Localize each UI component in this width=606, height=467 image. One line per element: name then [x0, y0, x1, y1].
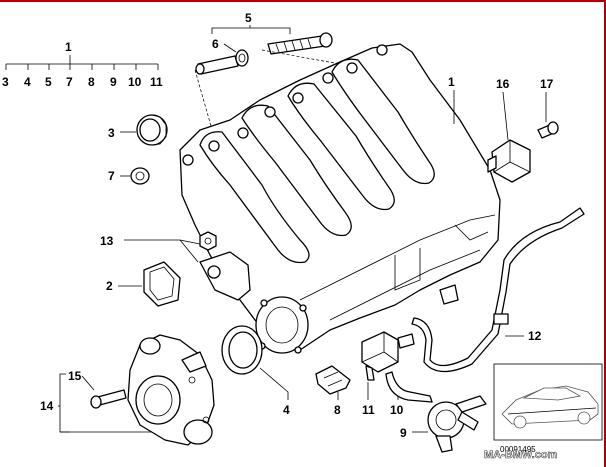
hex-nut — [199, 231, 217, 251]
leader-13 — [124, 239, 199, 263]
throttle-gasket — [221, 325, 263, 375]
callout-15: 15 — [68, 369, 82, 383]
callout-1-sub-4: 4 — [24, 75, 31, 89]
callout-4: 4 — [283, 403, 290, 417]
callout-3: 3 — [108, 126, 115, 140]
watermark: MA-BMW.com — [484, 449, 558, 461]
callout-1-sub-3: 3 — [2, 75, 9, 89]
solenoid-valve — [361, 331, 415, 381]
throttle-body — [127, 334, 215, 446]
control-valve — [427, 395, 487, 453]
callout-14: 14 — [40, 399, 54, 413]
callout-1-sub-7: 7 — [66, 75, 73, 89]
callout-1-sub-10: 10 — [128, 75, 142, 89]
hose-connector — [493, 313, 509, 325]
rubber-gasket — [143, 261, 181, 307]
callout-1-sub-9: 9 — [110, 75, 117, 89]
short-hose — [385, 371, 433, 403]
group-1-ticks — [5, 64, 159, 70]
callout-8: 8 — [334, 403, 341, 417]
callout-11: 11 — [362, 403, 375, 417]
sensor-screw — [537, 121, 559, 139]
callout-1-group: 1 — [65, 40, 72, 54]
callout-7: 7 — [108, 169, 115, 183]
pressure-sensor — [487, 139, 531, 183]
callout-10: 10 — [390, 403, 404, 417]
callout-1-right: 1 — [448, 75, 455, 89]
callout-12: 12 — [528, 329, 542, 343]
callout-13: 13 — [100, 234, 114, 248]
throttle-screw — [90, 389, 127, 409]
grommet — [130, 167, 150, 185]
bolt-with-washer — [195, 49, 249, 75]
leader-4 — [259, 367, 289, 400]
callout-6: 6 — [212, 37, 219, 51]
image-code: 00091495 — [500, 445, 536, 454]
hose-clip — [315, 365, 351, 395]
callout-5: 5 — [245, 11, 252, 25]
stud-bolt — [267, 32, 333, 55]
leader-5 — [211, 27, 291, 34]
callout-9: 9 — [400, 426, 407, 440]
intake-manifold — [179, 43, 501, 354]
vehicle-inset — [493, 363, 603, 441]
vacuum-hose — [411, 207, 585, 373]
callout-1-sub-5: 5 — [45, 75, 52, 89]
callout-17: 17 — [540, 77, 554, 91]
callout-16: 16 — [496, 77, 510, 91]
callout-1-sub-11: 11 — [150, 75, 163, 89]
seal-ring — [136, 114, 168, 146]
callout-1-sub-8: 8 — [88, 75, 95, 89]
callout-2: 2 — [106, 279, 113, 293]
